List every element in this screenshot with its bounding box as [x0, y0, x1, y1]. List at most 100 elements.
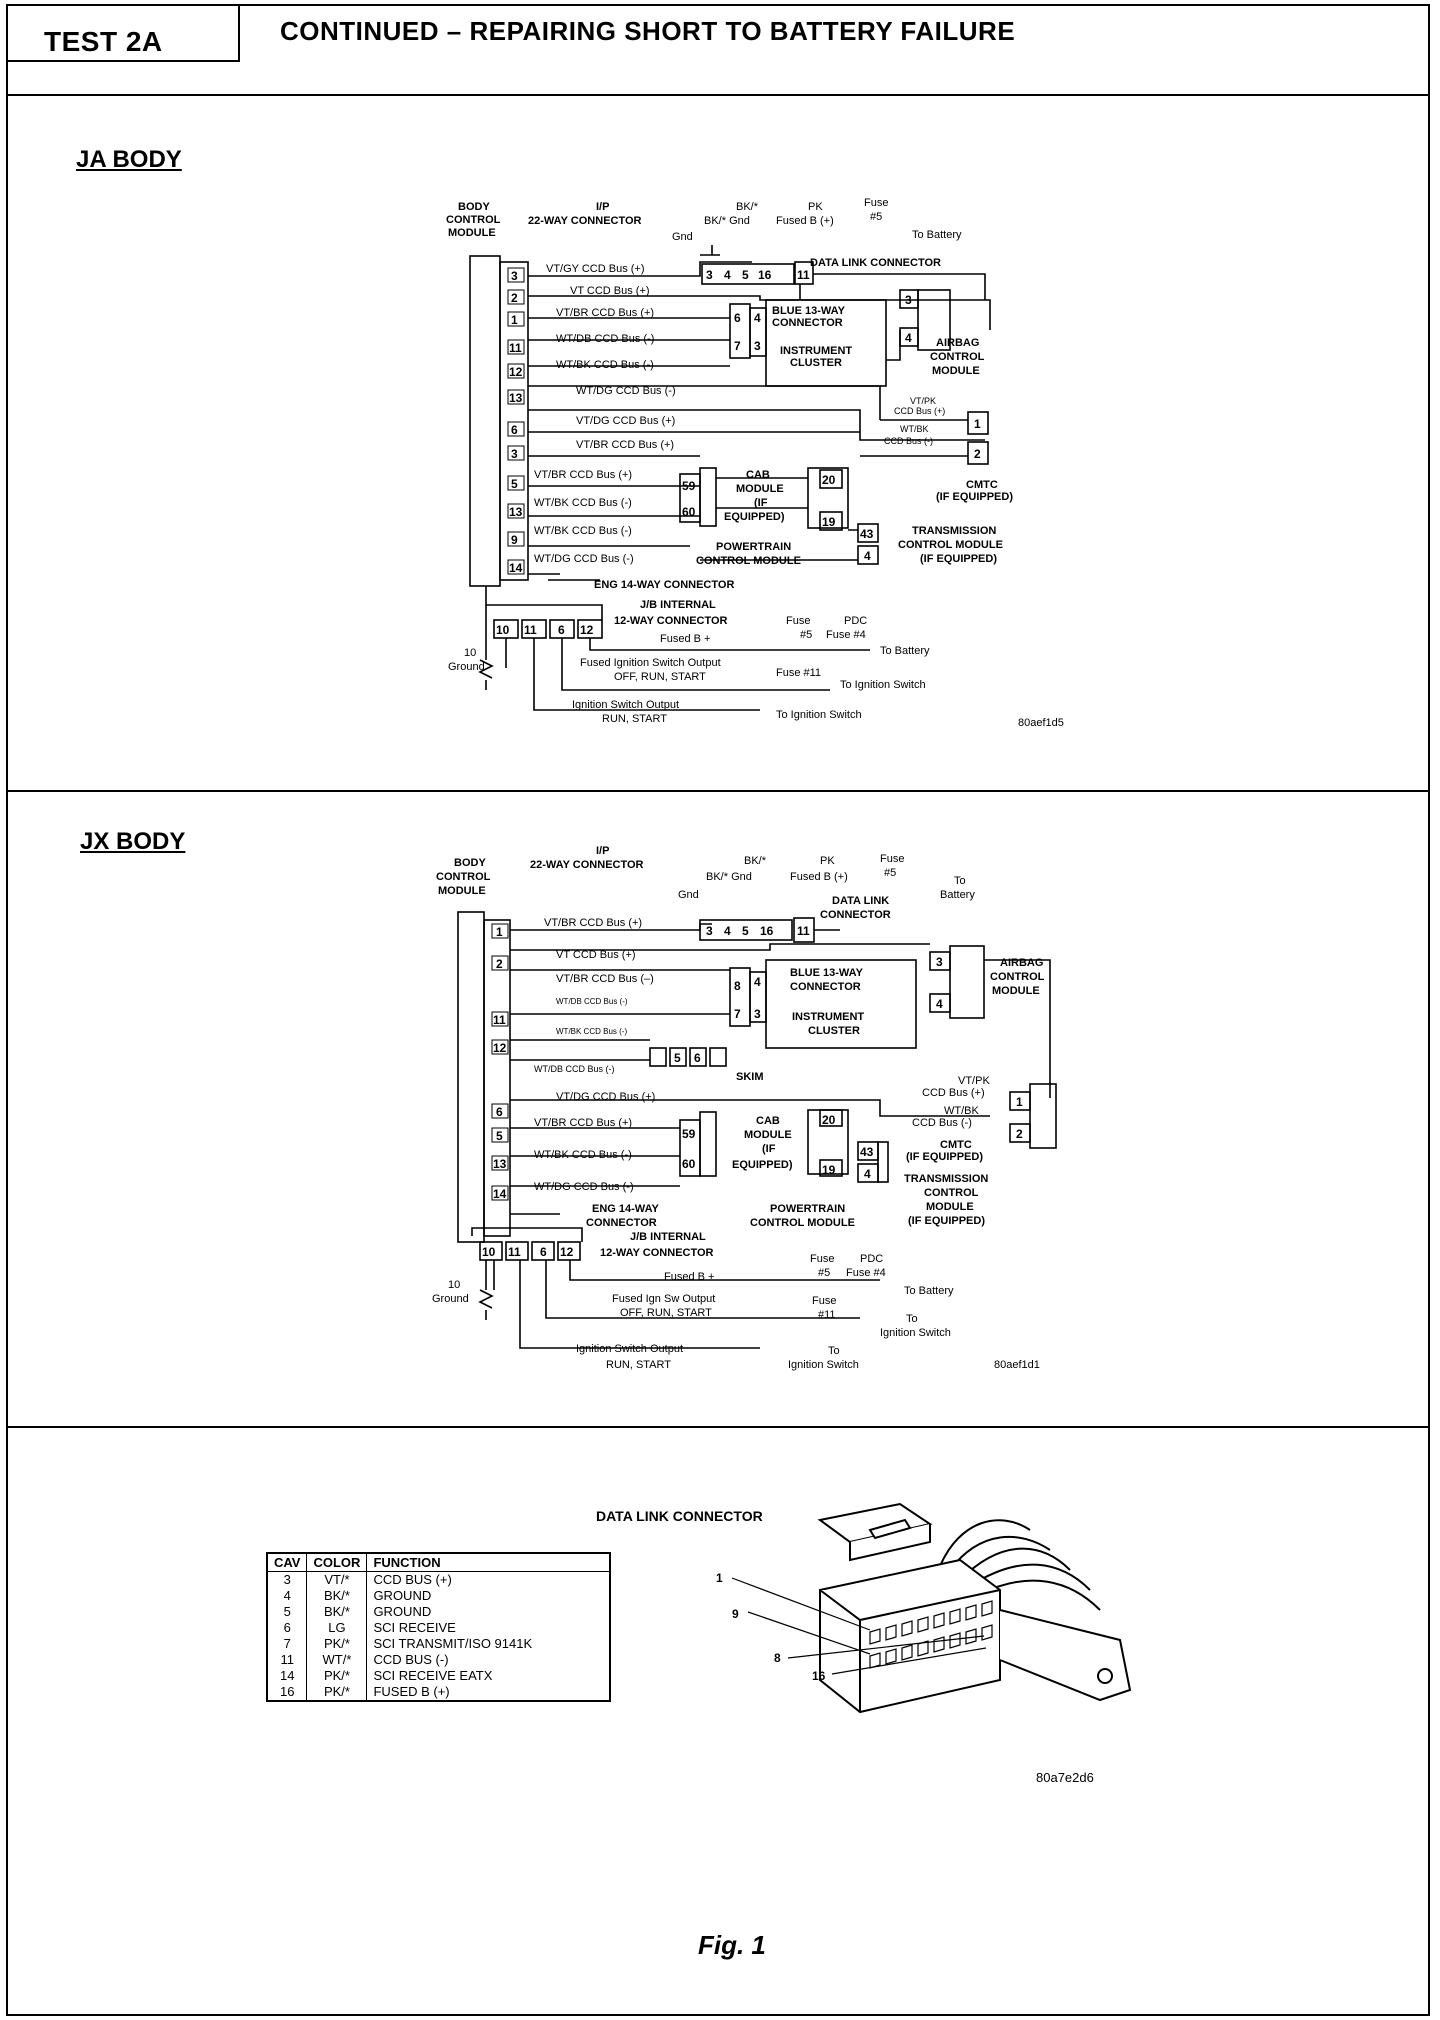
section-divider-1 [8, 790, 1428, 792]
to-battery-label: To Battery [912, 229, 962, 241]
test-label-box [8, 6, 240, 62]
jb-pin: 10 [496, 623, 510, 637]
cab-pin: 60 [682, 1157, 696, 1171]
jb-pin: 12 [560, 1245, 574, 1259]
wire-row: VT/BR CCD Bus (–) [556, 973, 654, 985]
cmtc-wires-label: VT/PK CCD Bus (+) WT/BK CCD Bus (-) [884, 396, 948, 446]
dlc-pin-callout: 9 [732, 1607, 739, 1621]
svg-text:WT/BK CCD Bus (-): WT/BK CCD Bus (-) [556, 359, 654, 371]
svg-text:WT/DG CCD Bus (-): WT/DG CCD Bus (-) [576, 385, 676, 397]
fuse11-label: Fuse #11 [776, 667, 821, 679]
svg-text:VT/DG CCD Bus (+): VT/DG CCD Bus (+) [556, 1091, 655, 1103]
svg-text:6: 6 [496, 1105, 503, 1119]
dlc-pin: 4 [724, 924, 731, 938]
skim-pin: 5 [674, 1051, 681, 1065]
wire-row: WT/DB CCD Bus (-) [534, 1064, 615, 1074]
to-ign-2-label: To Ignition Switch [788, 1345, 859, 1371]
tcm-pin: 4 [864, 549, 871, 563]
svg-text:WT/DG CCD Bus (-): WT/DG CCD Bus (-) [534, 553, 634, 565]
jb-pin: 6 [558, 623, 565, 637]
data-link-label: DATA LINK CONNECTOR [810, 257, 941, 269]
dlc-pin: 16 [760, 924, 774, 938]
wire-row: 9WT/BK CCD Bus (-) [507, 525, 632, 547]
jx-body-heading: JX BODY [80, 828, 186, 855]
svg-text:3: 3 [511, 447, 518, 461]
jb-pin: 6 [540, 1245, 547, 1259]
cluster-label: INSTRUMENT CLUSTER [780, 345, 855, 369]
wire-row: 6 VT/DG CCD Bus (+) [491, 1091, 655, 1119]
data-link-label: DATA LINK CONNECTOR [820, 895, 892, 921]
svg-text:6: 6 [511, 423, 518, 437]
tcm-pin: 43 [860, 1145, 874, 1159]
cmtc-pin: 1 [974, 417, 981, 431]
dlc-pin: 5 [742, 268, 749, 282]
figure-caption: Fig. 1 [698, 1930, 766, 1960]
svg-text:VT/GY CCD Bus (+): VT/GY CCD Bus (+) [546, 263, 645, 275]
svg-text:11: 11 [509, 341, 522, 355]
pk-fused-label: PK Fused B (+) [790, 855, 848, 883]
to-ign-2-label: To Ignition Switch [776, 709, 862, 721]
ground-label: 10 Ground [448, 647, 485, 673]
blue13-pin: 3 [754, 339, 761, 353]
svg-text:11: 11 [493, 1013, 506, 1027]
fuse5-label: Fuse #5 [880, 853, 908, 879]
header-divider [8, 94, 1428, 96]
svg-text:13: 13 [509, 505, 523, 519]
svg-text:VT/BR CCD Bus (+): VT/BR CCD Bus (+) [576, 439, 674, 451]
cmtc-label: CMTC (IF EQUIPPED) [936, 479, 1013, 503]
cab-pin: 59 [682, 1127, 696, 1141]
wire-row: 5VT/BR CCD Bus (+) [507, 469, 632, 491]
airbag-pin: 4 [905, 331, 912, 345]
ja-ref-code: 80aef1d5 [1018, 717, 1064, 729]
svg-text:WT/DB CCD Bus (-): WT/DB CCD Bus (-) [556, 997, 628, 1006]
cab-pin: 60 [682, 505, 696, 519]
fused-ign-label: Fused Ign Sw Output OFF, RUN, START [612, 1293, 718, 1319]
fused-ign-label: Fused Ignition Switch Output OFF, RUN, S… [580, 657, 724, 683]
table-header: FUNCTION [366, 1552, 611, 1572]
to-battery-2-label: To Battery [904, 1285, 954, 1297]
wire-row: 11 WT/DB CCD Bus (-) [491, 997, 628, 1027]
svg-text:14: 14 [493, 1187, 507, 1201]
airbag-label: AIRBAG CONTROL MODULE [930, 337, 987, 377]
svg-text:VT CCD Bus (+): VT CCD Bus (+) [556, 949, 636, 961]
airbag-label: AIRBAG CONTROL MODULE [990, 957, 1047, 997]
svg-text:WT/BK CCD Bus (-): WT/BK CCD Bus (-) [534, 525, 632, 537]
ja-body-wiring-diagram: BODY CONTROL MODULE I/P 22-WAY CONNECTOR… [446, 197, 1064, 729]
airbag-pin: 3 [905, 293, 912, 307]
svg-text:VT/DG CCD Bus (+): VT/DG CCD Bus (+) [576, 415, 675, 427]
dlc-pin: 3 [706, 924, 713, 938]
to-battery-2-label: To Battery [880, 645, 930, 657]
to-battery-label: To Battery [940, 875, 975, 901]
pcm-label: POWERTRAIN CONTROL MODULE [696, 541, 801, 567]
skim-pin: 6 [694, 1051, 701, 1065]
ign-out-label: Ignition Switch Output RUN, START [576, 1343, 686, 1371]
svg-text:VT/BR CCD Bus (+): VT/BR CCD Bus (+) [534, 1117, 632, 1129]
ground-label: 10 Ground [432, 1279, 469, 1305]
fuse-pdc-label: Fuse #5 PDC Fuse #4 [810, 1253, 886, 1279]
tcm-pin: 4 [864, 1167, 871, 1181]
blue13-pin: 4 [754, 311, 761, 325]
blue13-pin: 4 [754, 975, 761, 989]
bk-gnd-label: BK/* BK/* Gnd Gnd [678, 855, 769, 901]
bcm-label: BODY CONTROL MODULE [446, 201, 503, 239]
cmtc-pin: 2 [1016, 1127, 1023, 1141]
jx-body-wiring-diagram: BODY CONTROL MODULE I/P 22-WAY CONNECTOR… [432, 845, 1057, 1371]
jb12-label: J/B INTERNAL 12-WAY CONNECTOR [614, 599, 728, 627]
dlc-pin: 3 [706, 268, 713, 282]
blue13-pin: 7 [734, 339, 741, 353]
dlc-pin: 11 [797, 924, 810, 938]
page-frame: TEST 2A CONTINUED – REPAIRING SHORT TO B… [6, 4, 1430, 2016]
